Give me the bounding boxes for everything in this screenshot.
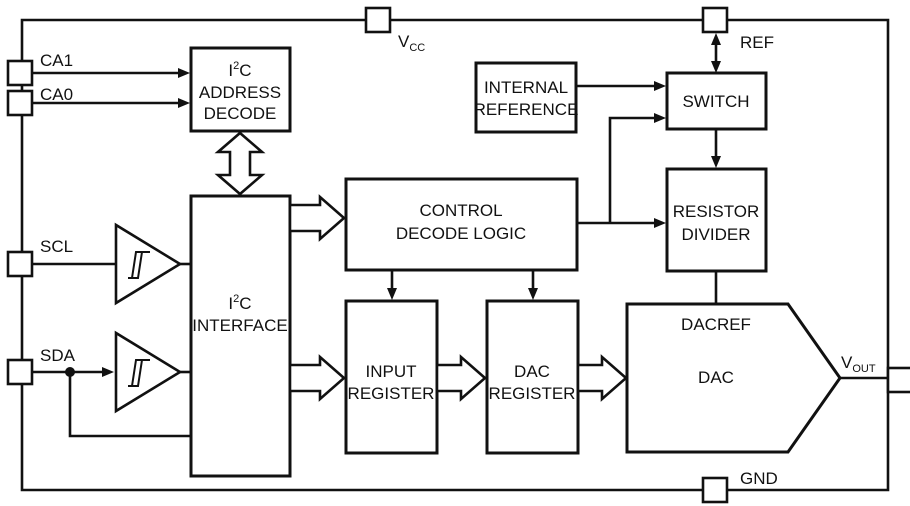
scl-hysteresis-icon [128,251,150,279]
control-decode-block [344,177,579,272]
control-decode-line1: CONTROL [419,201,502,220]
dac-register-line1: DAC [514,362,550,381]
pin-vcc [364,6,392,34]
input-register-block [344,299,439,455]
address-decode-line2: ADDRESS [199,83,281,102]
pin-gnd-label: GND [740,469,778,488]
pin-ref-label: REF [740,33,774,52]
pin-gnd [701,476,729,504]
address-decode-line3: DECODE [204,104,277,123]
switch-label: SWITCH [682,92,749,111]
dac-register-block [485,299,580,455]
bus-arrow-address-interface [214,131,266,196]
arrow-control-to-dacreg [528,288,538,300]
control-decode-line2: DECODE LOGIC [396,224,526,243]
arrow-sda [102,367,114,377]
arrow-ref-up [711,33,721,45]
arrow-ca1 [178,68,190,78]
dac-register-line2: REGISTER [489,384,576,403]
pin-ca0 [6,89,34,117]
dac-ref-label: DACREF [681,315,751,334]
bus-arrow-input-dacreg [435,354,487,402]
sda-schmitt-buffer [114,330,183,414]
arrow-ref-down [711,61,721,73]
arrow-control-to-switch [654,113,666,123]
address-decode-line1: I2C [228,60,251,80]
address-decode-block [189,46,292,133]
pin-scl-label: SCL [40,237,73,256]
arrow-switch-to-divider [711,156,721,168]
arrow-ca0 [178,98,190,108]
pin-sda [6,358,34,386]
sda-hysteresis-icon [128,359,150,387]
pin-ca0-label: CA0 [40,85,73,104]
resistor-divider-line1: RESISTOR [673,202,760,221]
pin-vcc-label: VCC [398,32,425,54]
pin-vout [886,366,910,394]
pin-ca1 [6,59,34,87]
bus-arrow-dacreg-dac [576,354,628,402]
chip-outline [20,18,890,492]
i2c-interface-line1: I2C [228,293,251,313]
switch-block [665,71,768,131]
internal-reference-line2: REFERENCE [474,100,579,119]
bus-arrow-interface-input [288,354,346,402]
pin-sda-label: SDA [40,346,76,365]
input-register-line2: REGISTER [348,384,435,403]
internal-reference-line1: INTERNAL [484,78,568,97]
pin-vout-label: VOUT [841,353,876,375]
dac-label: DAC [698,368,734,387]
dac-block [625,302,842,454]
i2c-interface-block [189,194,292,478]
pin-ref [701,6,729,34]
i2c-interface-line2: INTERFACE [192,316,287,335]
wire-control-to-switch [608,116,656,223]
arrow-control-to-input [387,288,397,300]
pin-scl [6,250,34,278]
bus-arrow-interface-control [288,194,346,242]
pin-ca1-label: CA1 [40,51,73,70]
scl-schmitt-buffer [114,222,183,306]
resistor-divider-block [665,167,768,273]
arrow-intref-to-switch [654,81,666,91]
wire-sda-feedback [68,372,191,438]
internal-reference-block [474,61,578,134]
resistor-divider-line2: DIVIDER [682,225,751,244]
arrow-control-to-divider [654,218,666,228]
input-register-line1: INPUT [366,362,417,381]
